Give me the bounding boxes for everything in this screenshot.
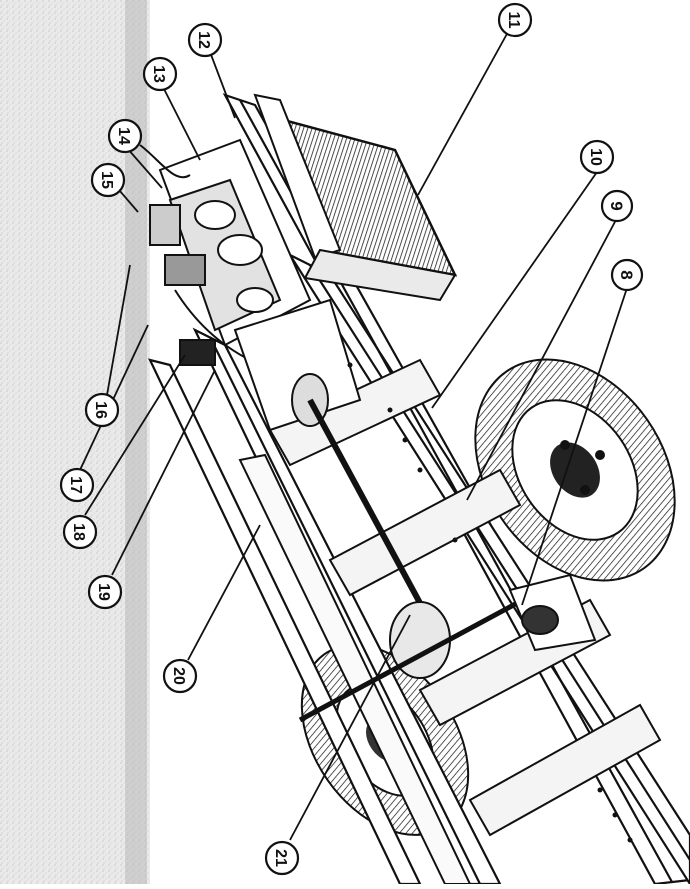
callout-19: 19 xyxy=(87,574,123,610)
transmission-driveshaft xyxy=(233,298,443,642)
leader-lines xyxy=(79,31,628,841)
callout-10: 10 xyxy=(579,139,615,175)
callout-10-label: 10 xyxy=(587,148,604,166)
front-wheel-assembly xyxy=(474,358,676,582)
callout-18-label: 18 xyxy=(70,523,87,541)
callout-21: 21 xyxy=(264,840,300,876)
radiator xyxy=(253,93,458,302)
callout-14-label: 14 xyxy=(115,127,132,145)
scan-edge-band-dark xyxy=(125,0,147,884)
callout-16-label: 16 xyxy=(92,401,109,419)
callout-20-label: 20 xyxy=(170,667,187,685)
callout-9-label: 9 xyxy=(607,201,626,210)
callout-12-label: 12 xyxy=(195,31,212,49)
callout-21-label: 21 xyxy=(272,849,289,867)
callout-17-label: 17 xyxy=(67,476,84,494)
callout-19-label: 19 xyxy=(95,583,112,601)
callout-17: 17 xyxy=(59,467,95,503)
callout-13-label: 13 xyxy=(150,65,167,83)
front-suspension xyxy=(508,573,597,652)
engine-block xyxy=(139,138,312,366)
callout-11-label: 11 xyxy=(505,12,522,29)
callout-16: 16 xyxy=(84,392,120,428)
callout-8-label: 8 xyxy=(617,270,636,279)
callout-12: 12 xyxy=(187,22,223,58)
callout-15-label: 15 xyxy=(98,171,115,189)
callout-20: 20 xyxy=(162,658,198,694)
callout-15: 15 xyxy=(90,162,126,198)
callout-18: 18 xyxy=(62,514,98,550)
callout-13: 13 xyxy=(142,56,178,92)
callout-11: 11 xyxy=(497,2,533,38)
callout-14: 14 xyxy=(107,118,143,154)
callout-9: 9 xyxy=(600,189,634,223)
callout-8: 8 xyxy=(610,258,644,292)
rail-holes xyxy=(347,362,633,843)
